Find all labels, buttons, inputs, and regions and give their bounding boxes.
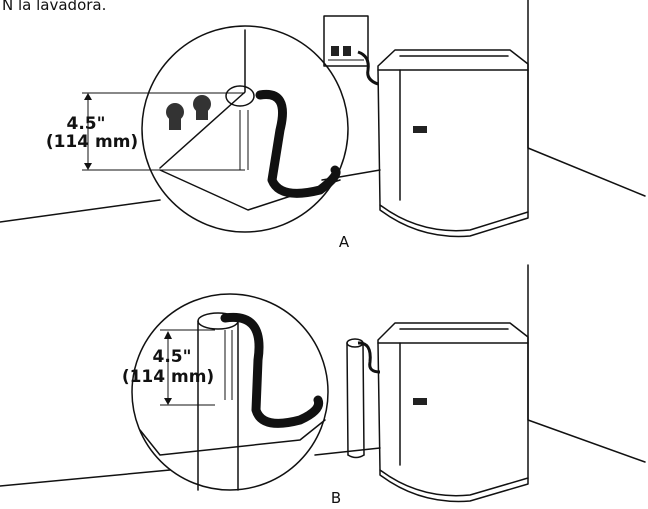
dimension-marker-b (160, 329, 215, 406)
wall-corner-b (527, 264, 646, 463)
measure-inches-a: 4.5" (67, 114, 106, 134)
dimension-marker-a (82, 92, 245, 171)
faucet-valves-a (166, 95, 211, 130)
figure-b: 4.5" (114 mm) B (0, 264, 646, 507)
detail-magnifier-b (131, 293, 329, 491)
wall-corner-a (527, 0, 646, 197)
drain-hose-a (255, 89, 341, 198)
floor-line-a-left (0, 199, 161, 223)
measure-mm-b: (114 mm) (122, 367, 214, 387)
caption-a: A (339, 233, 350, 251)
header-fragment-text: Ñ la lavadora. (2, 0, 106, 14)
washer-b (377, 322, 529, 503)
caption-b: B (331, 489, 341, 507)
detail-magnifier-a (141, 25, 349, 233)
floor-line-b-left (0, 469, 171, 487)
washer-a (377, 49, 529, 238)
measure-mm-a: (114 mm) (46, 132, 138, 152)
drain-hose-b (220, 312, 324, 428)
standpipe-b (346, 338, 381, 459)
figure-a: 4.5" (114 mm) A (0, 0, 646, 251)
wall-outlet-box-a (323, 15, 379, 86)
measure-inches-b: 4.5" (153, 347, 192, 367)
